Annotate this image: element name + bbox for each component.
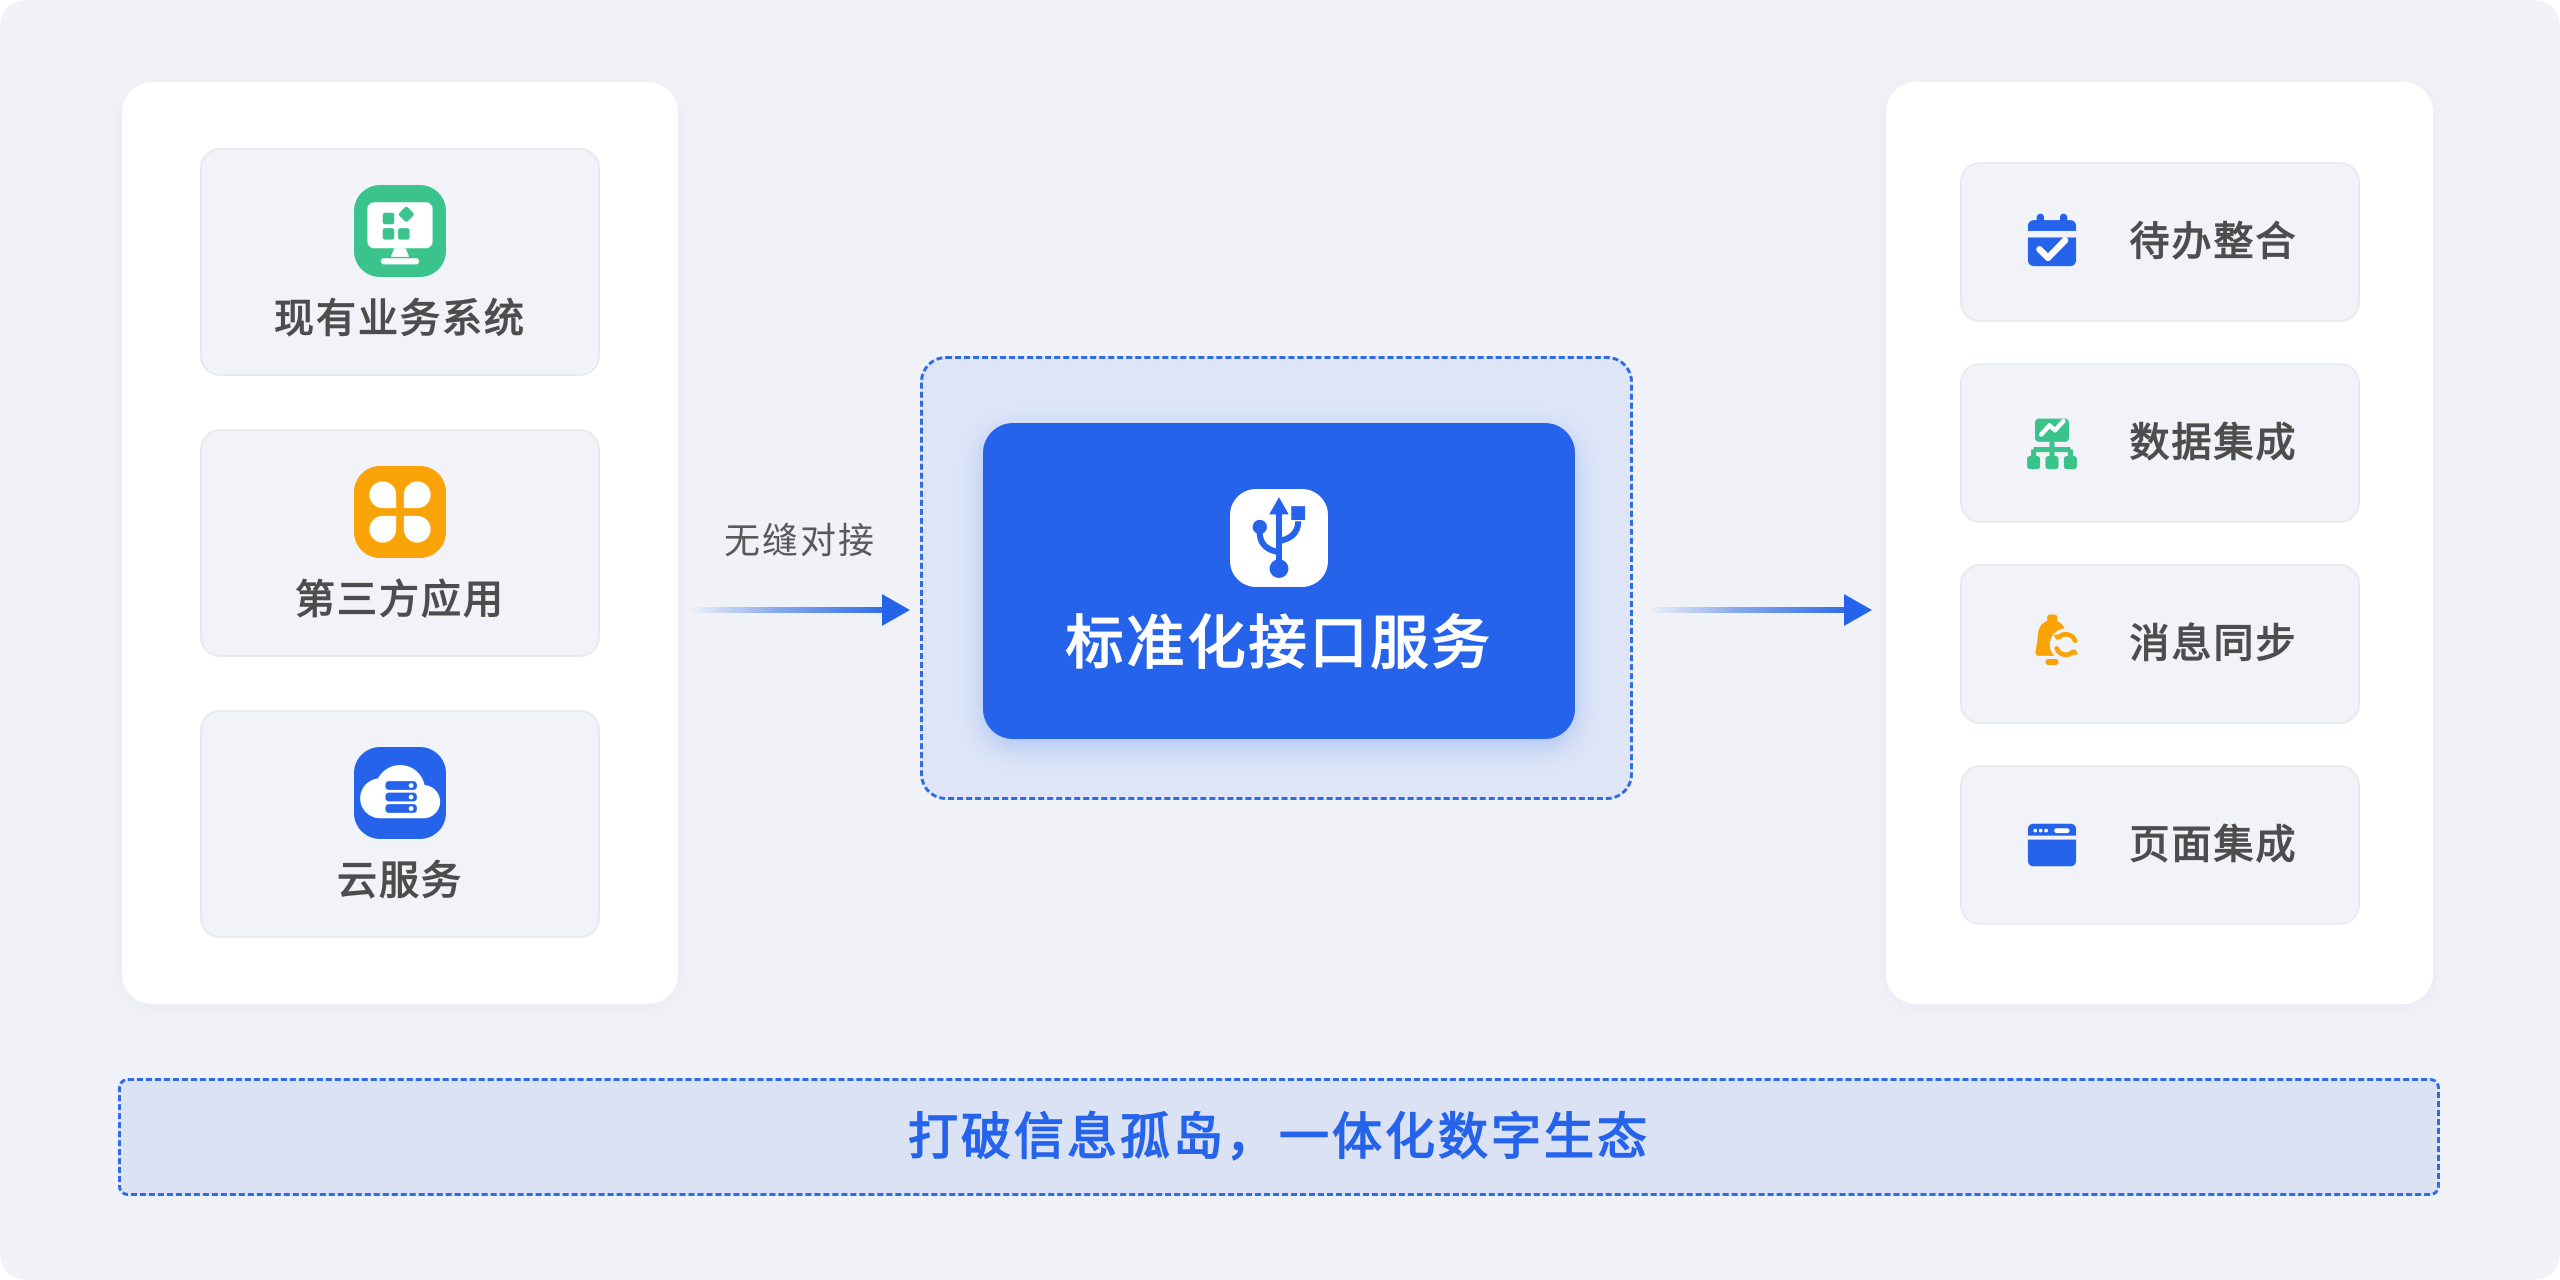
hub-dashed-container: 标准化接口服务 [920,356,1633,800]
slogan-banner: 打破信息孤岛，一体化数字生态 [118,1078,2440,1196]
source-item-cloud-services: 云服务 [200,710,600,938]
browser-window-icon [2018,811,2086,879]
hub-box: 标准化接口服务 [983,423,1575,739]
sitemap-chart-icon [2018,409,2086,477]
target-item-todo-integration: 待办整合 [1959,161,2360,322]
source-item-label: 现有业务系统 [274,297,526,341]
left-arrow-icon [690,594,910,626]
sources-panel: 现有业务系统 第三方应用 [122,82,678,1004]
target-item-label: 数据集成 [2129,420,2298,465]
targets-panel: 待办整合 数据集成 [1886,82,2433,1004]
arrow-head [882,594,910,626]
calendar-check-icon [2018,208,2086,276]
target-item-label: 页面集成 [2129,822,2298,867]
source-item-label: 第三方应用 [295,578,505,622]
target-item-page-integration: 页面集成 [1959,764,2360,925]
cloud-server-icon [354,747,446,839]
source-item-existing-systems: 现有业务系统 [200,148,600,376]
source-item-label: 云服务 [337,859,463,903]
connector-label: 无缝对接 [723,520,876,561]
right-arrow-icon [1648,594,1872,626]
clover-apps-icon [354,466,446,558]
target-item-label: 待办整合 [2129,219,2298,264]
target-item-message-sync: 消息同步 [1959,563,2360,724]
slogan-text: 打破信息孤岛，一体化数字生态 [908,1109,1650,1165]
arrow-line [1648,607,1848,613]
arrow-head [1844,594,1872,626]
source-item-third-party-apps: 第三方应用 [200,429,600,657]
hub-title: 标准化接口服务 [1065,611,1493,676]
arrow-line [690,607,886,613]
monitor-apps-icon [354,185,446,277]
target-item-data-integration: 数据集成 [1959,362,2360,523]
target-item-label: 消息同步 [2129,621,2298,666]
usb-icon [1230,489,1328,587]
bell-sync-icon [2018,610,2086,678]
